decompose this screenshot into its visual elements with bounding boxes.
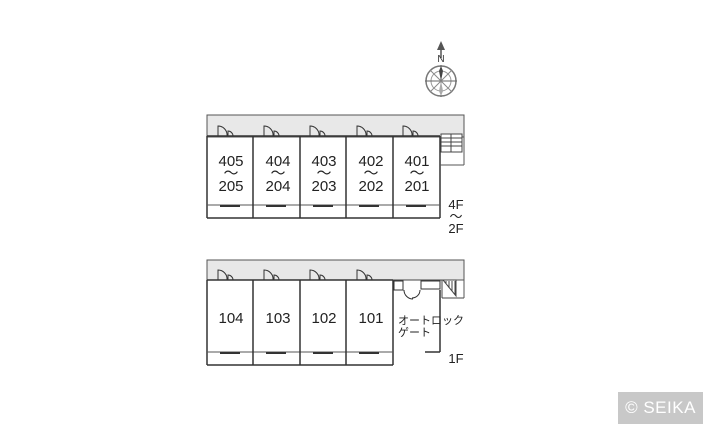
unit-label-bottom: 203 [311, 178, 336, 195]
ground-stairs-icon [441, 279, 457, 298]
unit-101: 101 [358, 310, 383, 327]
unit-label-top: 404 [265, 153, 290, 170]
floor-label-2f: 2F [448, 221, 463, 236]
unit-label-top: 403 [311, 153, 336, 170]
upper-stairs-icon [440, 133, 463, 153]
unit-405-205: 405 〜 205 [218, 153, 243, 195]
ground-floor-building: 104 103 102 101 オートロック ゲート 1F [206, 259, 465, 366]
unit-label-tilde: 〜 [409, 165, 424, 182]
upper-floors-building: 405 〜 205 404 〜 204 403 〜 203 402 〜 202 … [206, 114, 465, 236]
upper-door-icons [217, 125, 419, 137]
unit-label-tilde: 〜 [316, 165, 331, 182]
unit-404-204: 404 〜 204 [265, 153, 290, 195]
floor-label-1f: 1F [448, 351, 463, 366]
floor-label-tilde: 〜 [449, 209, 462, 224]
gate-label-line1: オートロック [398, 314, 464, 327]
unit-401-201: 401 〜 201 [404, 153, 429, 195]
unit-402-202: 402 〜 202 [358, 153, 383, 195]
unit-403-203: 403 〜 203 [311, 153, 336, 195]
unit-label-top: 401 [404, 153, 429, 170]
unit-104: 104 [218, 310, 243, 327]
unit-label-bottom: 201 [404, 178, 429, 195]
ground-door-icons [217, 269, 373, 281]
compass-north-label: N [437, 54, 444, 65]
unit-label-tilde: 〜 [223, 165, 238, 182]
unit-102: 102 [311, 310, 336, 327]
unit-label-bottom: 205 [218, 178, 243, 195]
compass-rose-icon: N [425, 41, 457, 97]
unit-label-tilde: 〜 [270, 165, 285, 182]
unit-label-bottom: 204 [265, 178, 290, 195]
floor-label-4f: 4F [448, 197, 463, 212]
unit-103: 103 [265, 310, 290, 327]
seika-watermark: © SEIKA [618, 392, 703, 424]
auto-lock-gate-icon [403, 289, 421, 300]
unit-label-bottom: 202 [358, 178, 383, 195]
unit-label-top: 402 [358, 153, 383, 170]
gate-label-line2: ゲート [398, 326, 431, 339]
unit-label-tilde: 〜 [363, 165, 378, 182]
unit-label-top: 405 [218, 153, 243, 170]
